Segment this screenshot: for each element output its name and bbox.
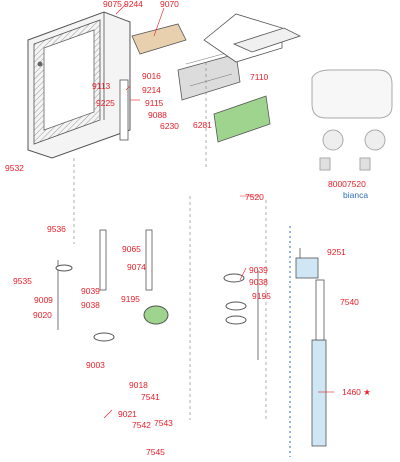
label-7545: 7545 — [146, 447, 165, 457]
label-6281: 6281 — [193, 120, 212, 130]
label-6230: 6230 — [160, 121, 179, 131]
label-9038-left: 9038 — [81, 300, 100, 310]
label-9070: 9070 — [160, 0, 179, 9]
label-9532: 9532 — [5, 163, 24, 173]
label-7543: 7543 — [154, 418, 173, 428]
drain-pipes — [55, 79, 259, 360]
label-9065: 9065 — [122, 244, 141, 254]
label-9009: 9009 — [34, 295, 53, 305]
label-9003: 9003 — [86, 360, 105, 370]
label-1460: 1460 ★ — [342, 388, 371, 397]
label-1460-number: 1460 — [342, 387, 361, 397]
cover-thumbnail — [311, 69, 393, 171]
label-9536: 9536 — [47, 224, 66, 234]
label-9039-left: 9039 — [81, 286, 100, 296]
side-pipe — [295, 248, 327, 447]
label-9214: 9214 — [142, 85, 161, 95]
label-9075: 9075 — [103, 0, 122, 9]
access-panels — [131, 13, 302, 143]
label-9021: 9021 — [118, 409, 137, 419]
variant-code: 80007520 — [328, 179, 366, 189]
label-7520: 7520 — [245, 192, 264, 202]
variant-color: bianca — [343, 190, 369, 200]
label-9244: 9244 — [124, 0, 143, 9]
label-9535: 9535 — [13, 276, 32, 286]
label-7541: 7541 — [141, 392, 160, 402]
label-7540: 7540 — [340, 297, 359, 307]
label-9020: 9020 — [33, 310, 52, 320]
star-marker: ★ — [363, 387, 371, 397]
label-9018: 9018 — [129, 380, 148, 390]
label-9113: 9113 — [92, 81, 111, 91]
label-9038-right: 9038 — [249, 277, 268, 287]
label-7110: 7110 — [250, 72, 269, 82]
label-9195-right: 9195 — [252, 291, 271, 301]
leader-lines — [103, 3, 334, 419]
label-9251: 9251 — [327, 247, 346, 257]
cistern-frame — [27, 11, 131, 159]
label-9115: 9115 — [145, 98, 164, 108]
label-9225: 9225 — [96, 98, 115, 108]
label-7542: 7542 — [132, 420, 151, 430]
label-9016: 9016 — [142, 71, 161, 81]
label-9195-left: 9195 — [121, 294, 140, 304]
label-9074: 9074 — [127, 262, 146, 272]
label-9039-right: 9039 — [249, 265, 268, 275]
label-9088: 9088 — [148, 110, 167, 120]
assembly-guides — [73, 62, 267, 420]
